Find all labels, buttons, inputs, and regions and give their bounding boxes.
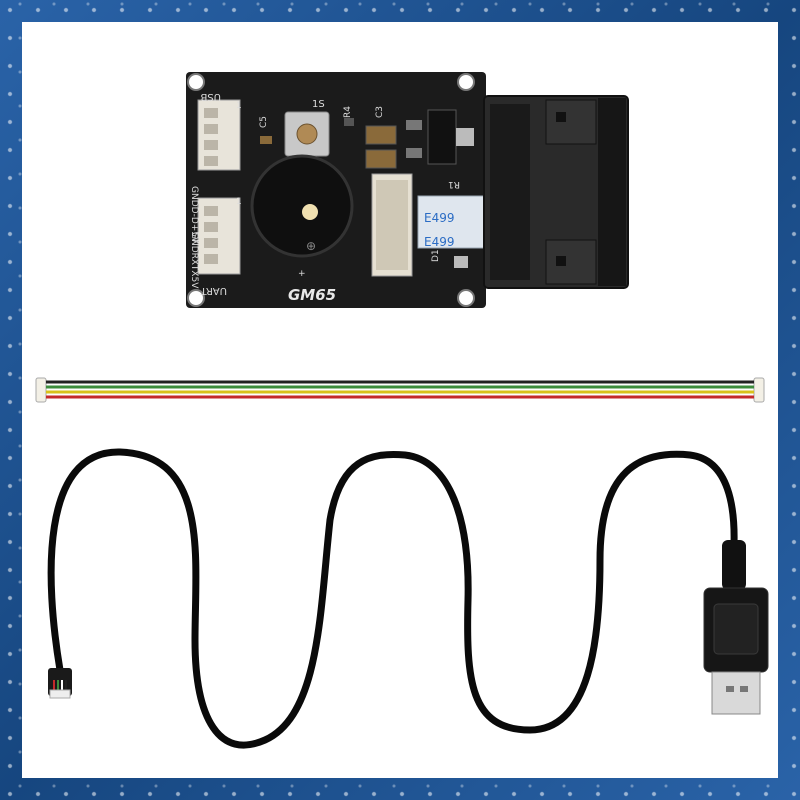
usb-contact-window [726, 686, 734, 692]
c3-label: C3 [375, 106, 385, 118]
uart-label: UART [200, 285, 227, 296]
capacitor [365, 149, 397, 169]
mounting-hole [187, 73, 205, 91]
polarity-mark: ⊕ [306, 239, 316, 253]
capacitor-c3 [365, 125, 397, 145]
connector-pin [204, 222, 218, 232]
cable-body [47, 448, 738, 749]
r1-label: R1 [448, 179, 460, 189]
pin1-label: 1 [236, 101, 242, 111]
usb-contact-window [740, 686, 748, 692]
usb-a-connector [711, 671, 761, 715]
scan-engine-block [545, 239, 597, 285]
capacitor-c5 [260, 136, 272, 144]
gm65-scanner-board: GNDD-D+5V GNDRXTX5V USB UART 1 1 1S C5 R… [186, 72, 629, 308]
scan-window [598, 98, 626, 286]
smd-component [406, 148, 422, 158]
usb-label: USB [200, 91, 221, 102]
crystal [456, 128, 474, 146]
ribbon-text: E499 [424, 235, 455, 249]
buzzer [250, 154, 354, 258]
connector-pin [204, 238, 218, 248]
wire-connector-left [35, 377, 47, 403]
connector-pin [204, 124, 218, 134]
mounting-hole [187, 289, 205, 307]
board-model-label: GM65 [288, 286, 336, 304]
usb-cable [47, 448, 769, 749]
pin-row-label-bottom: GNDRXTX5V [189, 232, 199, 289]
button-label: 1S [312, 99, 325, 110]
connector-pin [204, 156, 218, 166]
four-wire-cable [35, 377, 765, 403]
screw-hole [556, 112, 566, 122]
screw-hole [556, 256, 566, 266]
connector-pin [204, 254, 218, 264]
r4-label: R4 [343, 106, 353, 118]
polarity-label: + [298, 269, 306, 279]
connector-pin [204, 140, 218, 150]
led-d1 [454, 256, 468, 268]
mounting-hole [457, 73, 475, 91]
pin1-label: 1 [236, 197, 242, 207]
connector-pin [204, 206, 218, 216]
button-cap [296, 123, 318, 145]
scan-engine-side [490, 104, 530, 280]
pin-row-label-top: GNDD-D+5V [189, 186, 199, 244]
wire-connector-right [753, 377, 765, 403]
regulator-chip [427, 109, 457, 165]
c5-label: C5 [259, 116, 269, 128]
connector-pin [204, 108, 218, 118]
fpc-slot [376, 180, 408, 270]
wire-tip [49, 689, 71, 699]
buzzer-hole [302, 204, 318, 220]
mounting-hole [457, 289, 475, 307]
resistor-r4 [344, 118, 354, 126]
d1-label: D1 [431, 249, 441, 262]
usb-strain-relief [722, 540, 746, 590]
smd-component [406, 120, 422, 130]
usb-plug-grip [713, 603, 759, 655]
scan-engine-block [545, 99, 597, 145]
ribbon-text: E499 [424, 211, 455, 225]
